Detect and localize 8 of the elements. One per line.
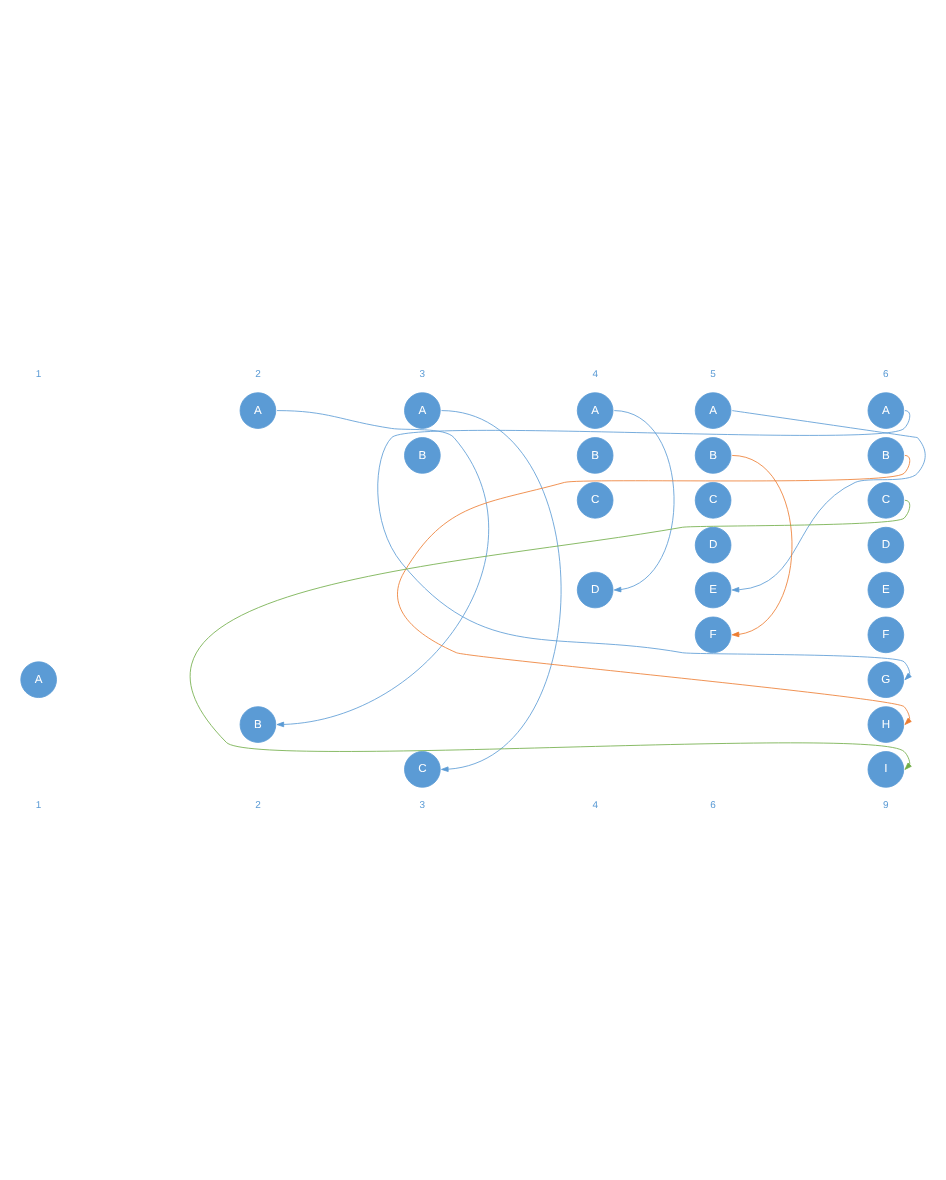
arrow — [613, 410, 675, 593]
arrow — [189, 499, 912, 770]
arrow — [731, 455, 793, 638]
arrow — [441, 410, 562, 772]
arrow — [276, 410, 490, 728]
arrow — [397, 455, 912, 725]
arrow — [731, 410, 926, 593]
arrow — [377, 410, 912, 681]
